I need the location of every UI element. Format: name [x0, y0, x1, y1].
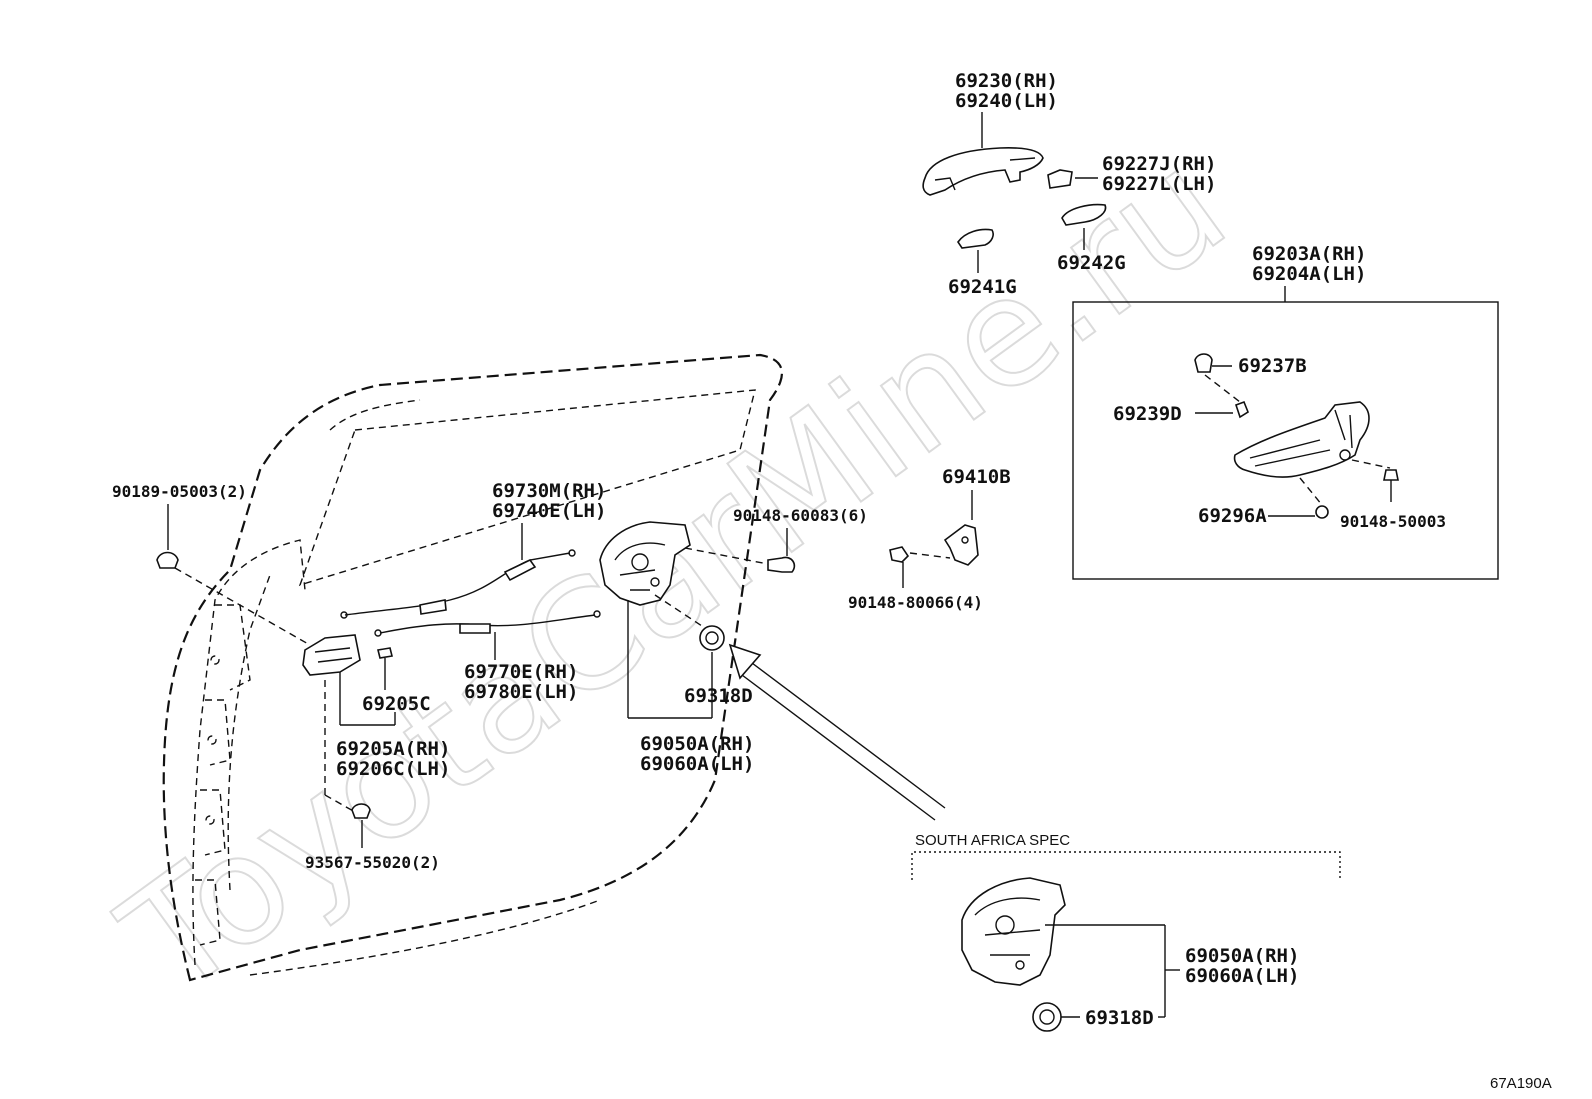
label-69227L: 69227L(LH) — [1102, 173, 1216, 195]
spec-arrow — [728, 643, 946, 821]
label-69242G: 69242G — [1057, 252, 1126, 274]
kit-frame — [1072, 301, 1499, 580]
door-outline — [162, 353, 783, 982]
label-69239D: 69239D — [1113, 403, 1182, 425]
cable-group: 69730M(RH) 69740E(LH) 69770E(RH) 69780E(… — [340, 480, 606, 703]
label-90189-05003: 90189-05003(2) — [112, 482, 247, 501]
label-69240: 69240(LH) — [955, 90, 1058, 112]
seal-69318D — [699, 625, 725, 651]
striker-bolt — [889, 546, 910, 563]
label-69241G: 69241G — [948, 276, 1017, 298]
handle-pad-left — [957, 228, 994, 249]
label-69230: 69230(RH) — [955, 70, 1058, 92]
label-69780E: 69780E(LH) — [464, 681, 578, 703]
handle-cap — [1047, 169, 1073, 189]
striker-plate — [943, 524, 979, 566]
sa-door-lock-assy — [961, 877, 1066, 986]
label-sa-69060A: 69060A(LH) — [1185, 965, 1299, 987]
screw-93567 — [351, 803, 371, 819]
label-69227J: 69227J(RH) — [1102, 153, 1216, 175]
label-69730M: 69730M(RH) — [492, 480, 606, 502]
label-sa-69050A: 69050A(RH) — [1185, 945, 1299, 967]
screw-90148-50003 — [1383, 469, 1399, 481]
inside-handle-kit: 69203A(RH) 69204A(LH) 69237B 69239D 6929… — [1072, 243, 1499, 580]
lock-bolt — [767, 556, 796, 573]
door-lock-assy — [599, 521, 691, 606]
label-69740E: 69740E(LH) — [492, 500, 606, 522]
label-69050A: 69050A(RH) — [640, 733, 754, 755]
label-69770E: 69770E(RH) — [464, 661, 578, 683]
label-69205C: 69205C — [362, 693, 431, 715]
door-lock-group: 69318D 69050A(RH) 69060A(LH) — [599, 521, 754, 775]
label-93567-55020: 93567-55020(2) — [305, 853, 440, 872]
south-africa-label: SOUTH AFRICA SPEC — [915, 832, 1070, 849]
label-69318D: 69318D — [684, 685, 753, 707]
label-69204A: 69204A(LH) — [1252, 263, 1366, 285]
inner-handle-group: 90189-05003(2) 69205C 69205A(RH) 69206C(… — [112, 482, 450, 872]
clip-90189-05003 — [156, 551, 179, 569]
label-69206C: 69206C(LH) — [336, 758, 450, 780]
lock-bolt-group: 90148-60083(6) — [684, 506, 868, 573]
figure-code: 67A190A — [1490, 1075, 1552, 1092]
label-90148-80066: 90148-80066(4) — [848, 593, 983, 612]
label-69296A: 69296A — [1198, 505, 1267, 527]
inside-handle — [1233, 401, 1370, 478]
label-69410B: 69410B — [942, 466, 1011, 488]
sa-seal-69318D — [1032, 1002, 1062, 1032]
screw-69296A — [1315, 505, 1329, 519]
striker-group: 69410B 90148-80066(4) — [848, 466, 1011, 612]
handle-pad-right — [1061, 203, 1107, 226]
label-90148-50003: 90148-50003 — [1340, 512, 1446, 531]
inner-handle-bracket — [302, 634, 361, 676]
label-sa-69318D: 69318D — [1085, 1007, 1154, 1029]
label-69203A: 69203A(RH) — [1252, 243, 1366, 265]
outside-handle-group: 69230(RH) 69240(LH) 69227J(RH) 69227L(LH… — [922, 70, 1216, 298]
south-africa-spec: SOUTH AFRICA SPEC 69050A(RH) 69060A(LH) … — [911, 832, 1341, 1032]
label-69205A: 69205A(RH) — [336, 738, 450, 760]
label-90148-60083: 90148-60083(6) — [733, 506, 868, 525]
outside-handle — [922, 147, 1044, 196]
clip-69239D — [1234, 400, 1249, 419]
label-69237B: 69237B — [1238, 355, 1307, 377]
screw-69205C — [377, 647, 393, 659]
label-69060A: 69060A(LH) — [640, 753, 754, 775]
clip-69237B — [1194, 353, 1213, 373]
